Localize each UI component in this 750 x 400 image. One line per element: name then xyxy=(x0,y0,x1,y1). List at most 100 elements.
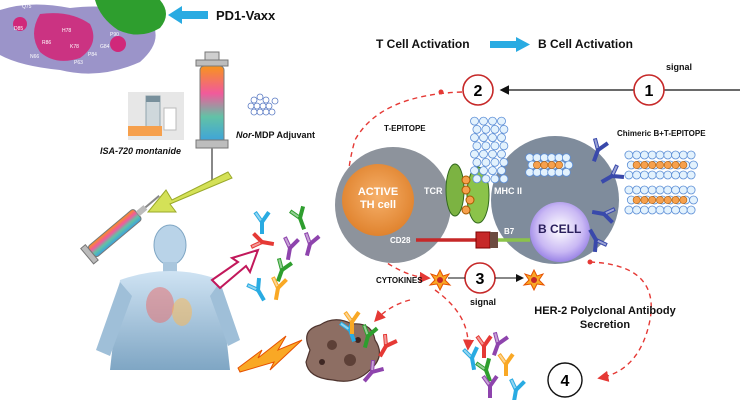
antibody-icon xyxy=(246,277,266,302)
antibody-icon xyxy=(492,331,509,356)
antibody-icon xyxy=(343,311,361,334)
epitope-bubble xyxy=(678,205,688,215)
epitope-bubble xyxy=(472,141,482,151)
epitope-bubbles xyxy=(470,116,698,215)
epitope-bubble xyxy=(689,160,698,170)
residue-label: H78 xyxy=(62,28,71,34)
svg-text:3: 3 xyxy=(476,271,485,288)
residue-label: K78 xyxy=(70,44,79,50)
epitope-bubble xyxy=(678,170,688,180)
step-2-badge: 2 xyxy=(462,74,494,106)
svg-text:1: 1 xyxy=(645,83,654,100)
epitope-bubble xyxy=(632,185,642,195)
epitope-bubble xyxy=(481,141,491,151)
epitope-core xyxy=(632,196,641,204)
output-line2: Secretion xyxy=(579,319,631,331)
epitope-bubble xyxy=(655,150,665,160)
epitope-bubble xyxy=(532,153,542,163)
epitope-bubble xyxy=(490,124,500,134)
dashed-arrow xyxy=(434,289,475,351)
arrow-icon xyxy=(490,37,530,52)
chimeric-epitope-label: Chimeric B+T-EPITOPE xyxy=(617,129,706,138)
epitope-bubble xyxy=(547,153,557,163)
antibody-icon xyxy=(475,357,492,382)
residue-label: Q75 xyxy=(22,4,32,10)
epitope-bubble xyxy=(632,205,642,215)
svg-text:4: 4 xyxy=(561,373,570,390)
epitope-bubble xyxy=(470,116,479,126)
antibody-icon xyxy=(481,375,499,398)
step-4-badge: 4 xyxy=(547,362,583,398)
antibody-cluster xyxy=(339,311,398,383)
isa-720-label: ISA-720 montanide xyxy=(100,146,182,156)
epitope-bubble xyxy=(686,205,696,215)
epitope-bubble xyxy=(490,174,500,184)
epitope-bubble xyxy=(686,150,696,160)
cytokine-burst-icon xyxy=(428,268,452,292)
epitope-bubble xyxy=(671,185,680,195)
arrow-icon xyxy=(146,171,233,213)
epitope-core xyxy=(679,161,688,169)
antibody-icon xyxy=(250,232,275,249)
cytokines-label: CYTOKINES xyxy=(376,276,423,285)
nor-mdp-label: Nor-MDP Adjuvant xyxy=(236,130,315,140)
epitope-core xyxy=(547,161,556,169)
antibody-icon xyxy=(276,257,293,282)
epitope-bubble xyxy=(490,157,500,167)
epitope-bubble xyxy=(640,205,649,215)
epitope-bubble xyxy=(499,141,509,151)
epitope-bubble xyxy=(539,167,549,177)
active-th-line2: TH cell xyxy=(359,199,397,211)
epitope-bubble xyxy=(488,149,497,159)
antibody-icon xyxy=(588,228,608,253)
b-cell-activation-label: B Cell Activation xyxy=(538,37,633,51)
antibody-icon xyxy=(591,207,616,224)
epitope-core xyxy=(555,161,563,169)
epitope-bubble xyxy=(554,153,564,163)
epitope-bubble xyxy=(640,185,649,195)
residue-label: D85 xyxy=(14,26,23,32)
arrow-icon xyxy=(210,248,260,290)
epitope-core xyxy=(632,161,641,169)
b-cell-nucleus xyxy=(530,202,590,262)
epitope-core xyxy=(656,196,664,204)
epitope-bubble xyxy=(479,116,488,126)
epitope-core xyxy=(671,161,680,169)
t-epitope-label: T-EPITOPE xyxy=(384,124,426,133)
epitope-bubble xyxy=(499,174,509,184)
adjuvant-vial-icon xyxy=(128,92,184,140)
epitope-bubble xyxy=(554,167,564,177)
antibody-icon xyxy=(509,378,526,400)
t-cell xyxy=(335,147,451,263)
residue-label: P84 xyxy=(88,52,97,58)
output-line1: HER-2 Polyclonal Antibody xyxy=(534,305,676,317)
antibody-icon xyxy=(378,333,398,358)
epitope-bubble xyxy=(525,167,535,177)
epitope-bubble xyxy=(624,185,634,195)
epitope-bubble xyxy=(624,150,634,160)
epitope-bubble xyxy=(479,133,488,143)
epitope-bubble xyxy=(561,153,571,163)
cd28-b7-complex xyxy=(416,231,530,249)
syringe-icon xyxy=(195,51,229,180)
epitope-bubble xyxy=(497,116,506,126)
epitope-bubble xyxy=(479,149,488,159)
epitope-bubble xyxy=(539,153,549,163)
epitope-bubble xyxy=(632,170,642,180)
dashed-arrow xyxy=(374,299,411,323)
epitope-bubble xyxy=(470,166,479,176)
epitope-bubble xyxy=(532,167,542,177)
epitope-bubble xyxy=(686,185,696,195)
epitope-bubble xyxy=(488,116,497,126)
epitope-bubble xyxy=(497,133,506,143)
residue-label: R86 xyxy=(42,40,51,46)
antibody-cluster xyxy=(246,205,321,302)
svg-text:2: 2 xyxy=(474,83,483,100)
b-cell-receptors xyxy=(588,137,625,253)
epitope-core xyxy=(663,196,672,204)
epitope-core xyxy=(648,196,657,204)
epitope-bubble xyxy=(481,124,491,134)
output-label: HER-2 Polyclonal Antibody Secretion xyxy=(520,304,690,332)
epitope-bubble xyxy=(624,205,634,215)
epitope-bubble xyxy=(472,174,482,184)
